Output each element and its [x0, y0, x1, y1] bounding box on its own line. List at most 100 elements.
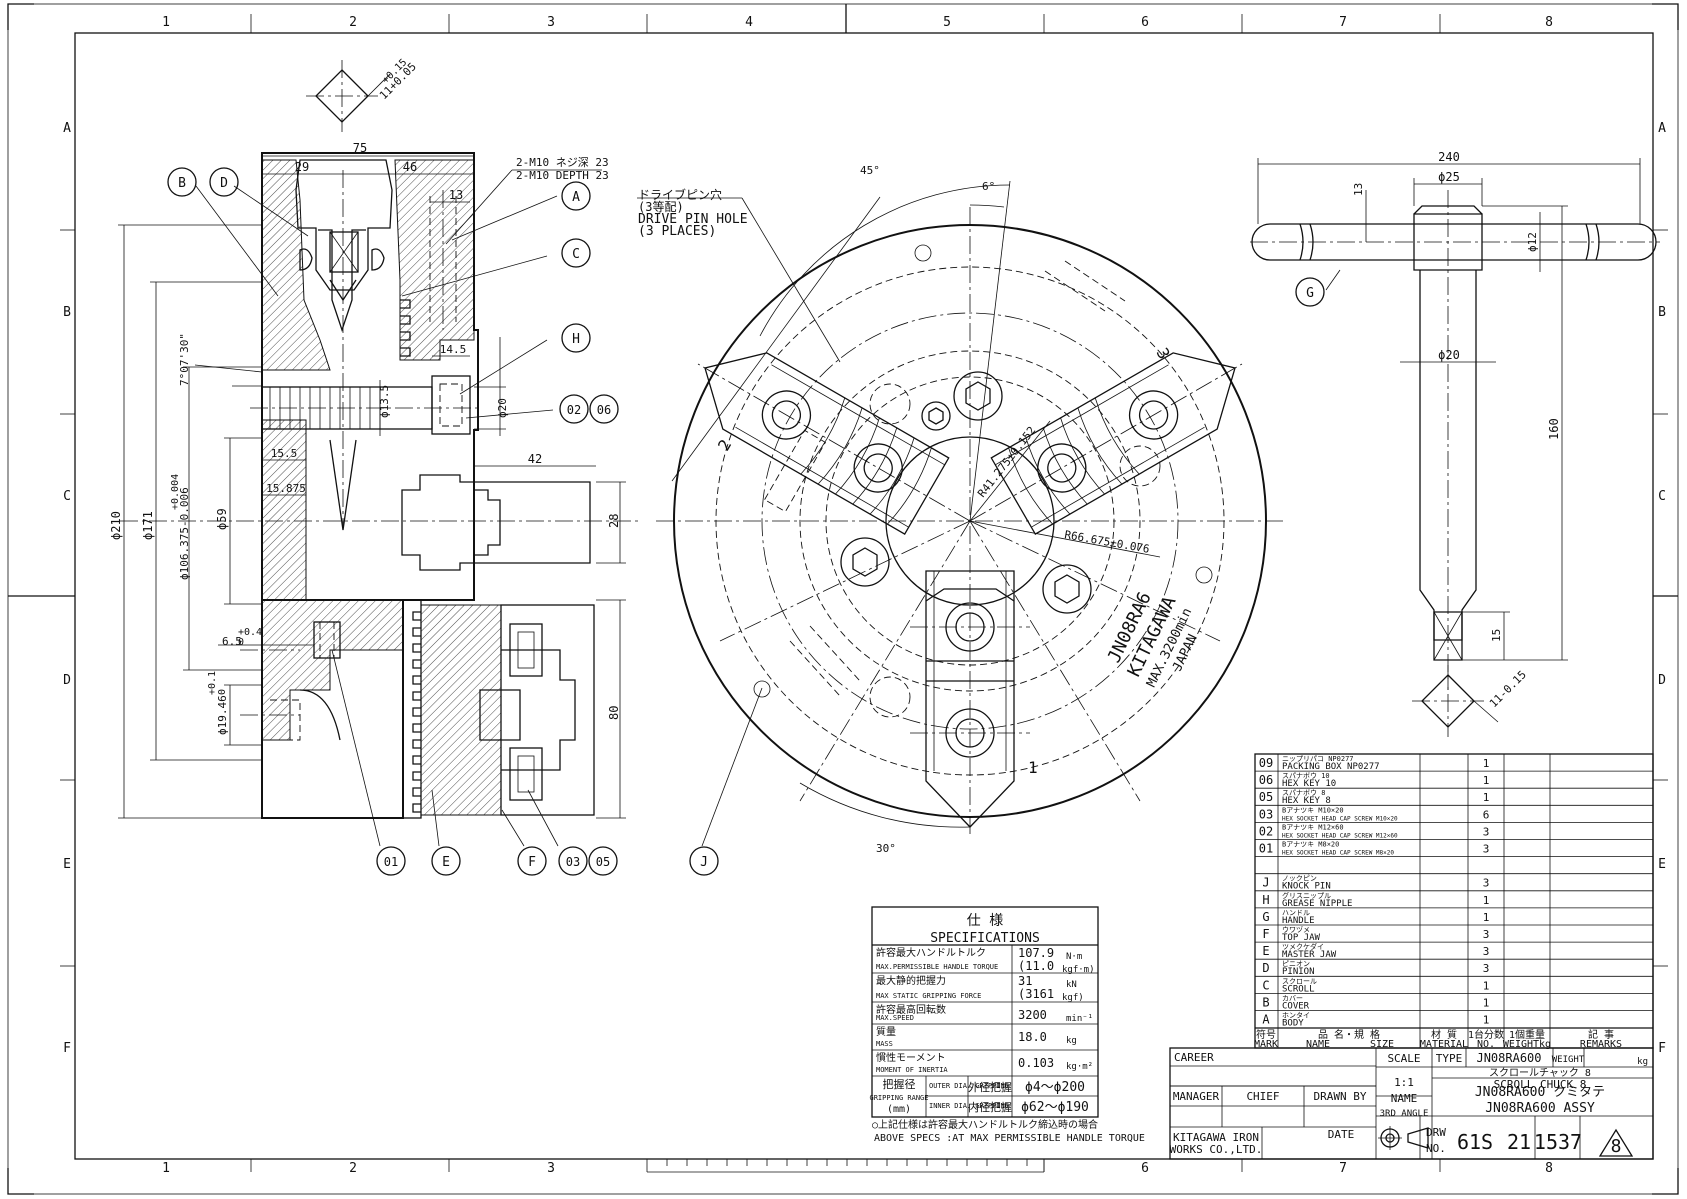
handle-dim-160: 160 [1547, 418, 1561, 440]
dim-19-tol-lo: 0 [217, 689, 228, 695]
angle-6: 6° [982, 180, 995, 193]
scale-label: SCALE [1387, 1052, 1420, 1065]
balloon-05: 05 [596, 855, 610, 869]
manager-label: MANAGER [1173, 1090, 1220, 1103]
spec-unit-alt: kgf·m) [1062, 965, 1095, 975]
dim-d59: ϕ59 [215, 508, 229, 530]
parts-header-weight-jp: 1個重量 [1509, 1028, 1545, 1041]
drw-no-3: 1537 [1534, 1130, 1582, 1154]
jaw-mark-2: 2 [714, 436, 735, 454]
parts-row-name-jp: カバー [1282, 994, 1303, 1002]
jaw-1 [910, 570, 1030, 828]
parts-row-name-en: TOP JAW [1282, 933, 1321, 943]
parts-row-qty: 1 [1483, 774, 1490, 787]
parts-row-name-jp: スパナボウ 8 [1282, 789, 1325, 797]
part-balloons: B D A C H 02 06 01 E F 03 05 [167, 167, 619, 876]
row-label-d-right: D [1658, 673, 1666, 688]
parts-row-mark: F [1262, 927, 1269, 941]
parts-header-material-jp: 材 質 [1431, 1028, 1457, 1041]
projection-angle: 3RD ANGLE [1380, 1109, 1429, 1119]
dim-46: 46 [403, 160, 417, 174]
spec-value: 3200 [1018, 1008, 1047, 1022]
drw-no-1: 61S [1457, 1130, 1493, 1154]
dim-d20: ϕ20 [496, 398, 509, 418]
parts-row-qty: 3 [1483, 877, 1490, 890]
parts-row-name-jp: ホンタイ [1282, 1011, 1310, 1020]
front-view: ドライブピン穴 (3等配) DRIVE PIN HOLE (3 PLACES) … [637, 164, 1284, 876]
drawing-title-jp: スクロールチャック 8 [1489, 1067, 1591, 1079]
parts-header-mark-jp: 符号 [1256, 1028, 1276, 1041]
col-label-8: 8 [1545, 15, 1553, 30]
spec-unit: min⁻¹ [1066, 1014, 1093, 1024]
dim-6-5: 6.5 [222, 635, 242, 648]
face-bolts [753, 244, 1213, 718]
angle-7deg: 7°07'30" [178, 333, 191, 386]
balloon-d: D [220, 176, 228, 191]
spec-label-en: MAX.PERMISSIBLE HANDLE TORQUE [876, 963, 998, 971]
angle-30: 30° [876, 842, 896, 855]
parts-row-mark: 09 [1259, 756, 1273, 770]
dim-19-tol-up: +0.1 [207, 671, 218, 695]
spec-label-en: MOMENT OF INERTIA [876, 1066, 948, 1074]
balloon-b: B [178, 176, 186, 191]
parts-row-name-jp: Bアナツキ M8×20 [1282, 841, 1339, 849]
dim-14-5: 14.5 [440, 343, 467, 356]
handle-dim-d12: ϕ12 [1526, 232, 1539, 252]
parts-row-name-en: HEX KEY 10 [1282, 779, 1336, 789]
career-label: CAREER [1174, 1051, 1214, 1064]
parts-row-mark: B [1262, 995, 1269, 1009]
parts-row-name-en: HEX SOCKET HEAD CAP SCREW M8×20 [1282, 850, 1394, 857]
parts-row-name-jp: ニップリパコ NP0277 [1282, 755, 1354, 763]
dim-d171: ϕ171 [141, 511, 155, 540]
balloon-e: E [442, 855, 450, 870]
parts-header-no-en: NO. [1477, 1039, 1495, 1050]
balloon-03: 03 [566, 855, 580, 869]
parts-header-name-jp: 品 名・規 格 [1318, 1028, 1380, 1041]
square-drive-symbol: +0.15 11+0.05 [306, 57, 419, 132]
col-label-4: 4 [745, 15, 753, 30]
dim-42: 42 [528, 452, 542, 466]
spec-label-en: MAX STATIC GRIPPING FORCE [876, 992, 981, 1000]
spec-unit: kg [1066, 1036, 1077, 1046]
parts-row-qty: 3 [1483, 843, 1490, 856]
parts-row-name-jp: ウワヅメ [1282, 926, 1310, 934]
parts-row-qty: 1 [1483, 791, 1490, 804]
parts-row-qty: 1 [1483, 996, 1490, 1009]
drawing-title-en: SCROLL CHUCK 8 [1494, 1078, 1587, 1091]
parts-row-mark: G [1262, 910, 1269, 924]
grip-en: GRIPPING RANGE [869, 1094, 928, 1102]
handle-dim-d20: ϕ20 [1438, 348, 1460, 362]
tap-note-jp: 2-M10 ネジ深 23 [516, 156, 609, 169]
handle-dim-13: 13 [1352, 183, 1365, 196]
parts-row-mark: C [1262, 978, 1269, 992]
drive-pin-en: DRIVE PIN HOLE [638, 212, 748, 227]
company-line1: KITAGAWA IRON [1173, 1131, 1259, 1144]
balloon-h: H [572, 332, 580, 347]
no-label: NO. [1426, 1142, 1446, 1155]
parts-row-name-en: HEX KEY 8 [1282, 796, 1331, 806]
name-label: NAME [1391, 1092, 1418, 1105]
parts-header-weight-en: WEIGHTkg [1503, 1039, 1551, 1050]
spec-label-jp: 許容最大ハンドルトルク [876, 946, 986, 959]
title-block: CAREER SCALE 1:1 TYPE JN08RA600 WEIGHT k… [1169, 1047, 1654, 1160]
drw-label: DRW [1426, 1126, 1446, 1139]
spec-unit: N·m [1066, 952, 1082, 962]
parts-row-mark: 02 [1259, 824, 1273, 838]
parts-row-name-jp: Bアナツキ M12×60 [1282, 823, 1344, 831]
col-label-6-bottom: 6 [1141, 1161, 1149, 1176]
handle-dim-15: 15 [1490, 629, 1503, 642]
type-label: TYPE [1436, 1052, 1463, 1065]
parts-row-mark: 03 [1259, 807, 1273, 821]
outer-val: ϕ4～ϕ200 [1025, 1080, 1085, 1095]
dim-tol-up: +0.004 [170, 474, 181, 510]
type-value: JN08RA600 [1476, 1051, 1541, 1065]
spec-value-alt: (11.0 [1018, 959, 1054, 973]
parts-row-mark: E [1262, 944, 1269, 958]
chief-label: CHIEF [1246, 1090, 1279, 1103]
parts-row-name-en: SCROLL [1282, 984, 1315, 994]
parts-row-name-en: PINION [1282, 967, 1315, 977]
parts-row-name-en: HEX SOCKET HEAD CAP SCREW M12×60 [1282, 832, 1398, 839]
parts-row-mark: H [1262, 893, 1269, 907]
row-label-b: B [63, 305, 71, 320]
row-label-c-right: C [1658, 489, 1666, 504]
